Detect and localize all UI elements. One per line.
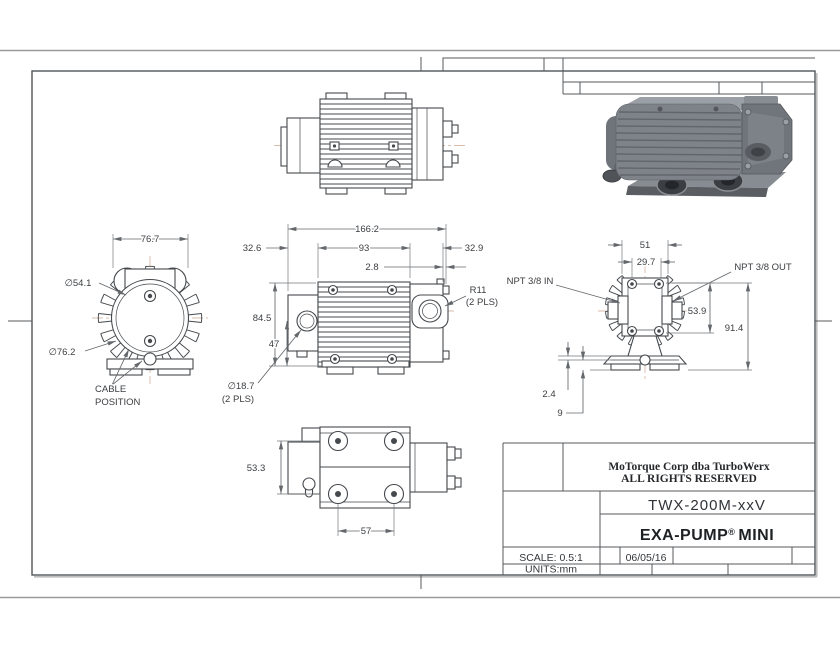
rights-notice: ALL RIGHTS RESERVED — [621, 473, 757, 485]
dim-rear-bolt-spacing: 29.7 — [637, 257, 656, 268]
dim-front-width: 76.7 — [141, 234, 160, 245]
dim-side-overall-height: 84.5 — [253, 313, 272, 324]
dim-rear-width: 51 — [640, 240, 651, 251]
title-block: MoTorque Corp dba TurboWerx ALL RIGHTS R… — [502, 442, 815, 576]
dim-rear-foot-height: 9 — [557, 408, 562, 419]
product-name: EXA-PUMP®MINI — [640, 527, 774, 544]
product-variant: MINI — [738, 527, 774, 544]
units-label: UNITS:mm — [525, 564, 577, 576]
sheet-border — [31, 70, 816, 576]
pump-head-bottom — [409, 442, 448, 493]
dim-front-housing-dia: ∅76.2 — [49, 347, 76, 358]
side-view: 166.2 32.6 93 32.9 2.8 84.5 47 ∅18.7 (2 … — [220, 223, 499, 407]
motor-body — [317, 281, 411, 368]
scale-label: SCALE: 0.5:1 — [519, 552, 583, 564]
dim-side-gap: 2.8 — [365, 262, 378, 273]
pump-3d-render — [602, 96, 793, 197]
label-npt-out: NPT 3/8 OUT — [734, 262, 792, 273]
dim-rear-overall-height: 91.4 — [725, 323, 744, 334]
dim-side-head-length: 32.9 — [465, 243, 484, 254]
part-number: TWX-200M-xxV — [648, 497, 766, 514]
label-cable-2: POSITION — [95, 397, 141, 408]
label-cable-1: CABLE — [95, 384, 126, 395]
dim-side-port-height: 47 — [269, 339, 280, 350]
dim-side-gland-dia: ∅18.7 — [228, 381, 255, 392]
bottom-view: 53.3 57 — [245, 426, 462, 539]
dim-bottom-hole-spacing-y: 53.3 — [247, 463, 266, 474]
company-name: MoTorque Corp dba TurboWerx — [608, 461, 770, 473]
outlet-port — [661, 295, 673, 325]
label-npt-in: NPT 3/8 IN — [507, 276, 554, 287]
dim-rear-base-plate: 2.4 — [542, 389, 555, 400]
dim-side-overall-length: 166.2 — [355, 224, 379, 235]
dim-front-bolt-circle: ∅54.1 — [65, 278, 92, 289]
dim-side-body-length: 93 — [359, 243, 370, 254]
dim-rear-port-height: 53.9 — [688, 306, 707, 317]
cable-hole — [143, 352, 157, 366]
rear-view: 51 29.7 NPT 3/8 IN NPT 3/8 OUT 53.9 91.4… — [505, 239, 793, 421]
page-frame — [0, 49, 840, 599]
front-view: 76.7 ∅54.1 ∅76.2 CABLE POSITION — [47, 233, 208, 410]
dim-side-radius: R11 — [470, 285, 487, 296]
registered-mark: ® — [728, 527, 735, 537]
dim-bottom-hole-spacing-x: 57 — [361, 526, 372, 537]
revision-strip — [442, 57, 815, 95]
date-value: 06/05/16 — [626, 552, 667, 564]
product-name-main: EXA-PUMP — [640, 527, 728, 544]
dim-side-gland-note: (2 PLS) — [222, 394, 254, 405]
dim-side-radius-note: (2 PLS) — [466, 297, 498, 308]
dim-side-rear-cap: 32.6 — [243, 243, 262, 254]
top-view — [274, 92, 468, 195]
inlet-port — [617, 295, 629, 325]
